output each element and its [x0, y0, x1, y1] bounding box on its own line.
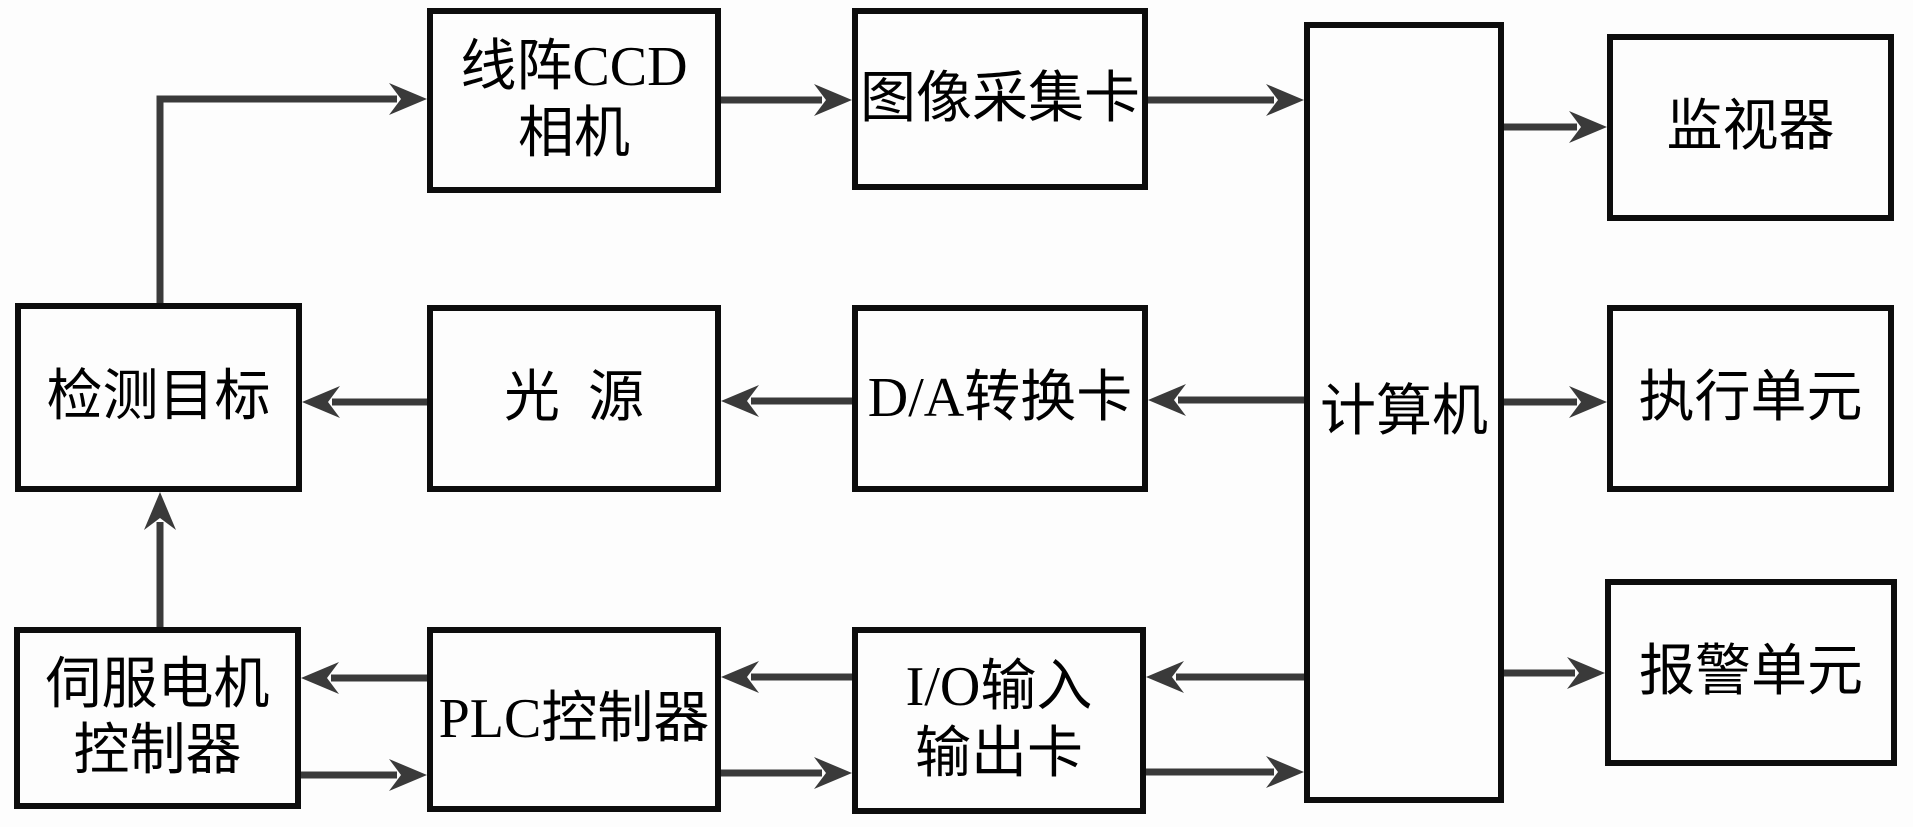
- arrow-computer-to-da-card: [1148, 384, 1304, 416]
- arrow-servo-controller-to-plc-controller: [301, 759, 427, 791]
- node-computer: 计算机: [1304, 22, 1504, 803]
- node-alarm-unit: 报警单元: [1605, 579, 1897, 766]
- arrow-computer-to-actuator-unit: [1504, 386, 1607, 418]
- arrow-da-card-to-light-source: [721, 385, 852, 417]
- node-servo-controller: 伺服电机 控制器: [14, 627, 301, 809]
- node-io-card: I/O输入 输出卡: [852, 627, 1146, 814]
- node-label: 检测目标: [46, 366, 271, 429]
- node-actuator-unit: 执行单元: [1607, 305, 1894, 492]
- node-monitor: 监视器: [1607, 34, 1894, 221]
- node-image-capture-card: 图像采集卡: [852, 8, 1148, 190]
- node-label: PLC控制器: [438, 688, 710, 751]
- node-label: 报警单元: [1639, 641, 1863, 704]
- node-label: 执行单元: [1638, 367, 1863, 430]
- node-light-source: 光 源: [427, 305, 721, 492]
- node-da-card: D/A转换卡: [852, 305, 1148, 492]
- node-detect-target: 检测目标: [15, 303, 302, 492]
- arrow-image-capture-card-to-computer: [1148, 84, 1304, 116]
- node-label: 监视器: [1666, 96, 1835, 159]
- arrow-io-card-to-computer: [1146, 756, 1304, 788]
- node-label: 计算机: [1320, 381, 1488, 444]
- arrow-computer-to-alarm-unit: [1504, 657, 1605, 689]
- arrow-ccd-camera-to-image-capture-card: [721, 84, 852, 116]
- arrow-computer-to-monitor: [1504, 111, 1607, 143]
- arrow-io-card-to-plc-controller: [721, 661, 852, 693]
- node-label: I/O输入 输出卡: [905, 656, 1093, 785]
- arrow-plc-controller-to-io-card: [721, 757, 852, 789]
- node-label: 光 源: [504, 367, 644, 430]
- arrow-light-source-to-detect-target: [302, 386, 427, 418]
- node-label: D/A转换卡: [867, 367, 1133, 430]
- node-ccd-camera: 线阵CCD 相机: [427, 8, 721, 193]
- node-label: 图像采集卡: [860, 67, 1140, 130]
- node-label: 伺服电机 控制器: [45, 653, 270, 782]
- node-label: 线阵CCD 相机: [460, 36, 688, 165]
- arrow-plc-controller-to-servo-controller: [301, 662, 427, 694]
- arrow-detect-target-to-ccd-camera: [156, 83, 427, 303]
- arrow-servo-controller-to-detect-target: [144, 492, 176, 627]
- arrow-computer-to-io-card: [1146, 661, 1304, 693]
- node-plc-controller: PLC控制器: [427, 627, 721, 812]
